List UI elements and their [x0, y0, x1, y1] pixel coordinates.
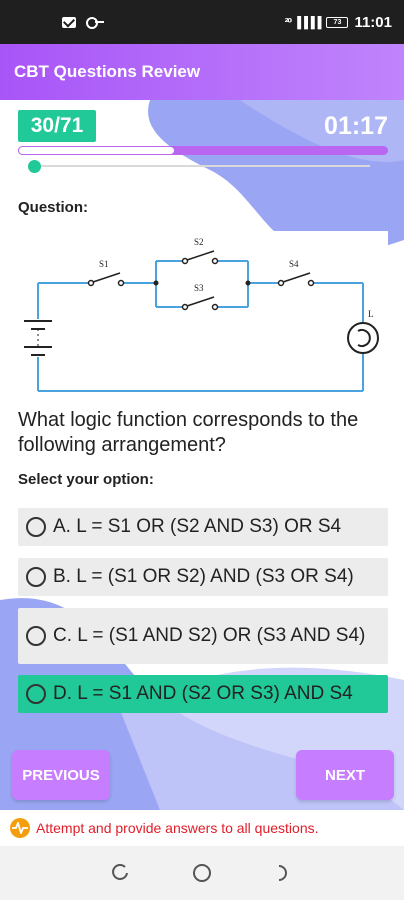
- select-option-label: Select your option:: [18, 471, 154, 488]
- pulse-icon: [10, 818, 30, 838]
- radio-icon[interactable]: [26, 517, 46, 537]
- progress-bar: [18, 146, 388, 155]
- switch-s4-label: S4: [289, 259, 299, 269]
- previous-button[interactable]: PREVIOUS: [12, 750, 110, 800]
- option-d[interactable]: D. L = S1 AND (S2 OR S3) AND S4: [18, 675, 388, 713]
- clock: 11:01: [354, 13, 392, 31]
- question-counter: 30/71: [18, 110, 96, 142]
- mail-notification-icon: [62, 16, 76, 28]
- option-d-label: D. L = S1 AND (S2 OR S3) AND S4: [53, 683, 353, 704]
- quiz-content: 30/71 01:17 Question:: [0, 100, 404, 810]
- key-icon: [86, 17, 104, 29]
- question-label: Question:: [18, 199, 88, 216]
- option-b[interactable]: B. L = (S1 OR S2) AND (S3 OR S4): [18, 558, 388, 596]
- question-slider-thumb[interactable]: [28, 160, 41, 173]
- home-icon[interactable]: [191, 862, 213, 884]
- back-icon[interactable]: [272, 862, 294, 884]
- switch-s2-label: S2: [194, 237, 204, 247]
- lamp-label: L: [368, 309, 374, 319]
- radio-icon[interactable]: [26, 684, 46, 704]
- attempt-notice: Attempt and provide answers to all quest…: [0, 810, 404, 846]
- radio-icon[interactable]: [26, 567, 46, 587]
- app-bar: CBT Questions Review: [0, 44, 404, 100]
- radio-icon[interactable]: [26, 626, 46, 646]
- system-nav-bar: [0, 846, 404, 900]
- option-b-label: B. L = (S1 OR S2) AND (S3 OR S4): [53, 566, 354, 587]
- status-bar: ²⁰ ▐▐▐▐ 73 11:01: [0, 0, 404, 44]
- question-slider-track[interactable]: [34, 165, 370, 167]
- option-c-label: C. L = (S1 AND S2) OR (S3 AND S4): [53, 625, 366, 646]
- option-a[interactable]: A. L = S1 OR (S2 AND S3) OR S4: [18, 508, 388, 546]
- next-button[interactable]: NEXT: [296, 750, 394, 800]
- progress-fill: [18, 146, 175, 155]
- signal-icon: ²⁰ ▐▐▐▐: [284, 16, 322, 29]
- question-text: What logic function corresponds to the f…: [18, 409, 359, 456]
- app-title: CBT Questions Review: [14, 62, 201, 81]
- battery-icon: 73: [326, 16, 349, 28]
- circuit-diagram: S1 S2 S3 S4 L: [18, 231, 388, 397]
- option-a-label: A. L = S1 OR (S2 AND S3) OR S4: [53, 516, 342, 537]
- countdown-timer: 01:17: [324, 112, 388, 140]
- recent-apps-icon[interactable]: [110, 862, 132, 884]
- option-c[interactable]: C. L = (S1 AND S2) OR (S3 AND S4): [18, 608, 388, 664]
- notice-text: Attempt and provide answers to all quest…: [36, 820, 319, 836]
- switch-s3-label: S3: [194, 283, 204, 293]
- switch-s1-label: S1: [99, 259, 109, 269]
